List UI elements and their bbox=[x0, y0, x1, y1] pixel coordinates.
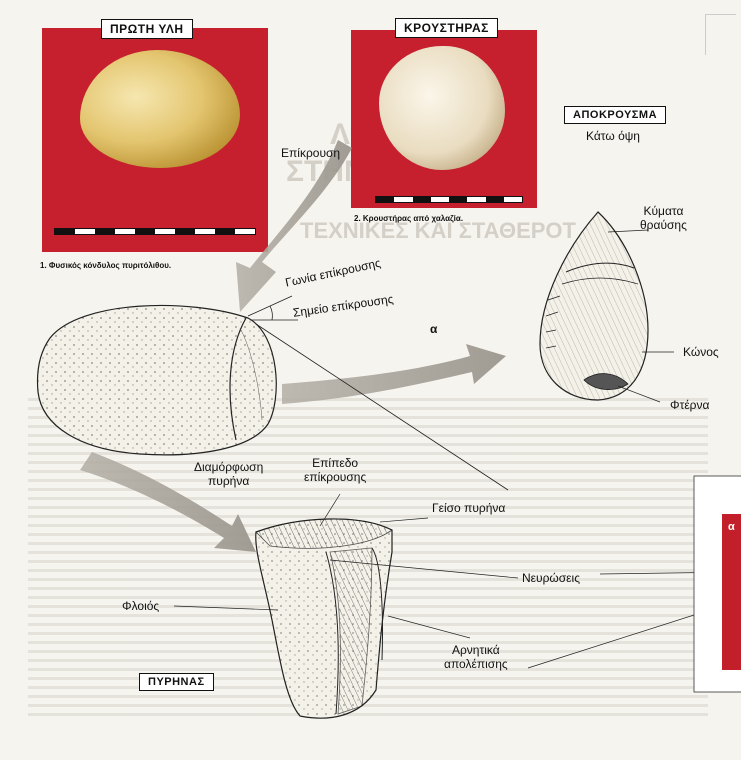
core-title: ΠΥΡΗΝΑΣ bbox=[139, 673, 214, 691]
waves-label: Κύματα θραύσης bbox=[640, 204, 687, 232]
cortex-label: Φλοιός bbox=[122, 599, 159, 613]
heel-label: Φτέρνα bbox=[670, 398, 709, 412]
core-drawing bbox=[256, 519, 392, 718]
flake-title: ΑΠΟΚΡΟΥΣΜΑ bbox=[564, 106, 666, 124]
negatives-label: Αρνητικά απολέπισης bbox=[444, 643, 508, 671]
waves-label-line2: θραύσης bbox=[640, 218, 687, 232]
cone-label: Κώνος bbox=[683, 345, 719, 359]
shaping-label-line2: πυρήνα bbox=[194, 474, 263, 488]
flake-arrow bbox=[282, 344, 506, 404]
lip-label: Γείσο πυρήνα bbox=[432, 501, 505, 515]
platform-label: Επίπεδο επίκρουσης bbox=[304, 456, 366, 484]
shaping-label: Διαμόρφωση πυρήνα bbox=[194, 460, 263, 488]
shaping-label-line1: Διαμόρφωση bbox=[194, 460, 263, 474]
edge-inset-red bbox=[722, 514, 741, 670]
waves-label-line1: Κύματα bbox=[640, 204, 687, 218]
negatives-label-line2: απολέπισης bbox=[444, 657, 508, 671]
negatives-label-line1: Αρνητικά bbox=[444, 643, 508, 657]
strike-label: Επίκρουση bbox=[281, 146, 340, 160]
ribs-label: Νευρώσεις bbox=[522, 571, 580, 585]
flake-drawing bbox=[540, 212, 648, 400]
nodule-drawing bbox=[38, 305, 277, 454]
alpha-label: α bbox=[430, 322, 437, 336]
edge-alpha-label: α bbox=[728, 520, 735, 534]
platform-label-line2: επίκρουσης bbox=[304, 470, 366, 484]
flake-view-label: Κάτω όψη bbox=[586, 129, 640, 143]
platform-label-line1: Επίπεδο bbox=[304, 456, 366, 470]
